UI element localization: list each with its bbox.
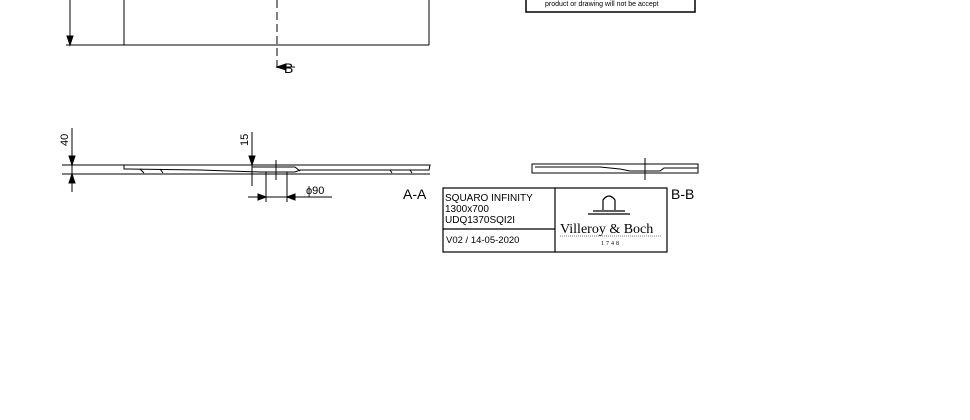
article-code: UDQ1370SQI2I <box>445 215 515 226</box>
brand-year: 1748 <box>601 241 621 247</box>
version-date: V02 / 14-05-2020 <box>446 235 519 246</box>
brand-logo-icon <box>602 195 616 210</box>
brand-name: Villeroy & Boch <box>560 222 653 237</box>
notice-box <box>525 0 696 13</box>
product-name: SQUARO INFINITY <box>445 193 533 204</box>
section-b-title: B-B <box>671 186 694 202</box>
section-b-b <box>531 158 699 180</box>
section-b-marker: B <box>284 60 293 76</box>
notice-text: product or drawing will not be accept <box>545 1 659 8</box>
section-a-a <box>62 128 431 202</box>
dim-depth: 15 <box>239 134 251 146</box>
product-size: 1300x700 <box>445 204 489 215</box>
plan-view <box>66 0 430 72</box>
dim-drain: ϕ90 <box>306 185 324 197</box>
title-block <box>442 187 668 253</box>
section-a-title: A-A <box>403 186 427 202</box>
dim-height: 40 <box>59 134 71 146</box>
